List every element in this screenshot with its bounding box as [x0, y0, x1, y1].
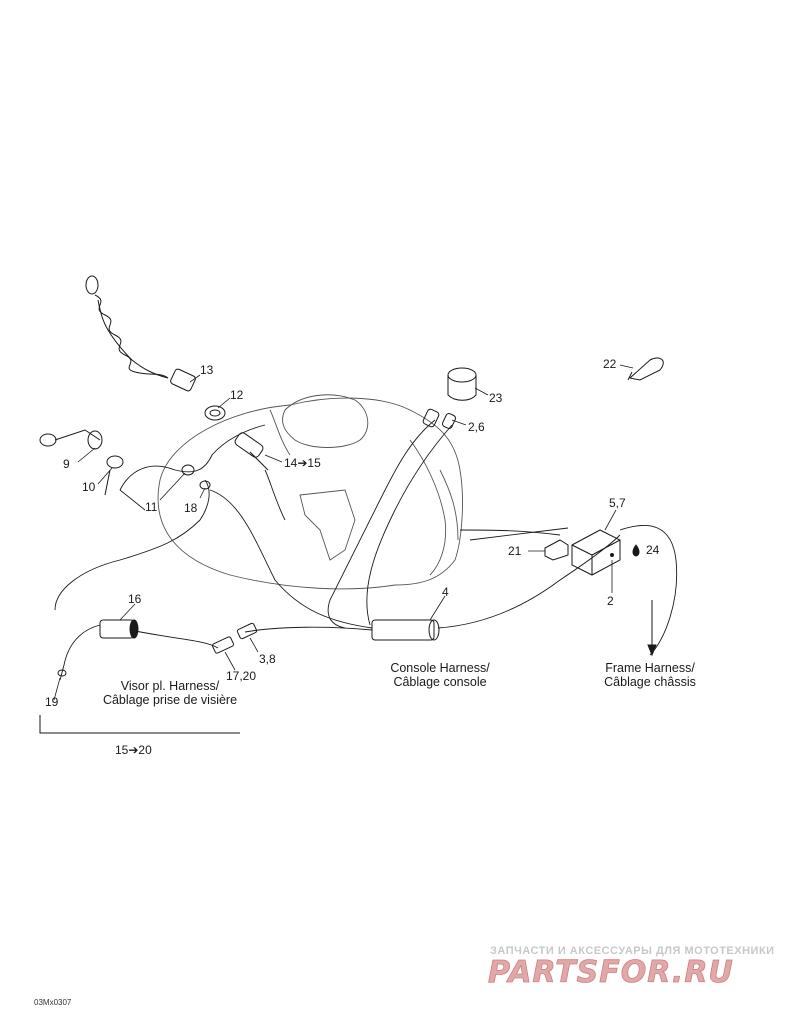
- callout-18: 18: [184, 501, 198, 515]
- visor-harness-line1: Visor pl. Harness/: [120, 679, 220, 693]
- callout-2-6: 2,6: [468, 420, 485, 434]
- key-switch-parts: [170, 368, 269, 471]
- tether-cord: [85, 275, 169, 379]
- visor-harness-caption: Visor pl. Harness/ Câblage prise de visi…: [80, 679, 260, 707]
- watermark-tagline: ЗАПЧАСТИ И АКСЕССУАРЫ ДЛЯ МОТОТЕХНИКИ: [490, 945, 775, 957]
- socket-components: [422, 367, 477, 429]
- callout-24: 24: [646, 543, 660, 557]
- callout-13: 13: [200, 363, 214, 377]
- cable-tie: [627, 357, 664, 381]
- harness-wires: [54, 419, 678, 681]
- callout-5-7: 5,7: [609, 496, 626, 510]
- callout-3-8: 3,8: [259, 652, 276, 666]
- frame-harness-line1: Frame Harness/: [605, 661, 695, 675]
- callout-22: 22: [603, 357, 617, 371]
- range-bracket: [39, 715, 240, 734]
- plug-connectors: [57, 622, 258, 677]
- harness-sleeves: [99, 619, 440, 641]
- console-harness-line2: Câblage console: [393, 675, 487, 689]
- visor-harness-line2: Câblage prise de visière: [102, 693, 238, 707]
- frame-harness-caption: Frame Harness/ Câblage châssis: [585, 661, 715, 689]
- callout-11: 11: [145, 500, 158, 514]
- switch-parts: [39, 429, 211, 496]
- leader-lines: [53, 364, 634, 701]
- callout-21: 21: [508, 544, 522, 558]
- callout-23: 23: [489, 391, 503, 405]
- callout-9: 9: [63, 457, 70, 471]
- callout-4: 4: [442, 585, 449, 599]
- callout-10: 10: [82, 480, 96, 494]
- callout-14-15: 14➔15: [284, 456, 321, 470]
- svg-text:PARTSFOR.RU: PARTSFOR.RU: [488, 955, 734, 987]
- callout-12: 12: [230, 388, 244, 402]
- drawing-reference: 03Mx0307: [34, 998, 72, 1007]
- callout-15-20: 15➔20: [115, 743, 152, 757]
- callout-2: 2: [607, 594, 614, 608]
- callout-17-20: 17,20: [226, 669, 257, 683]
- console-harness-line1: Console Harness/: [390, 661, 490, 675]
- console-body-outline: [157, 394, 463, 590]
- console-harness-caption: Console Harness/ Câblage console: [370, 661, 510, 689]
- watermark-logo: PARTSFOR.RU: [488, 955, 734, 987]
- callout-16: 16: [128, 592, 142, 606]
- frame-harness-arrow: [647, 600, 657, 657]
- callout-19: 19: [45, 695, 59, 709]
- frame-connectors: [544, 529, 640, 576]
- frame-harness-line2: Câblage châssis: [604, 675, 696, 689]
